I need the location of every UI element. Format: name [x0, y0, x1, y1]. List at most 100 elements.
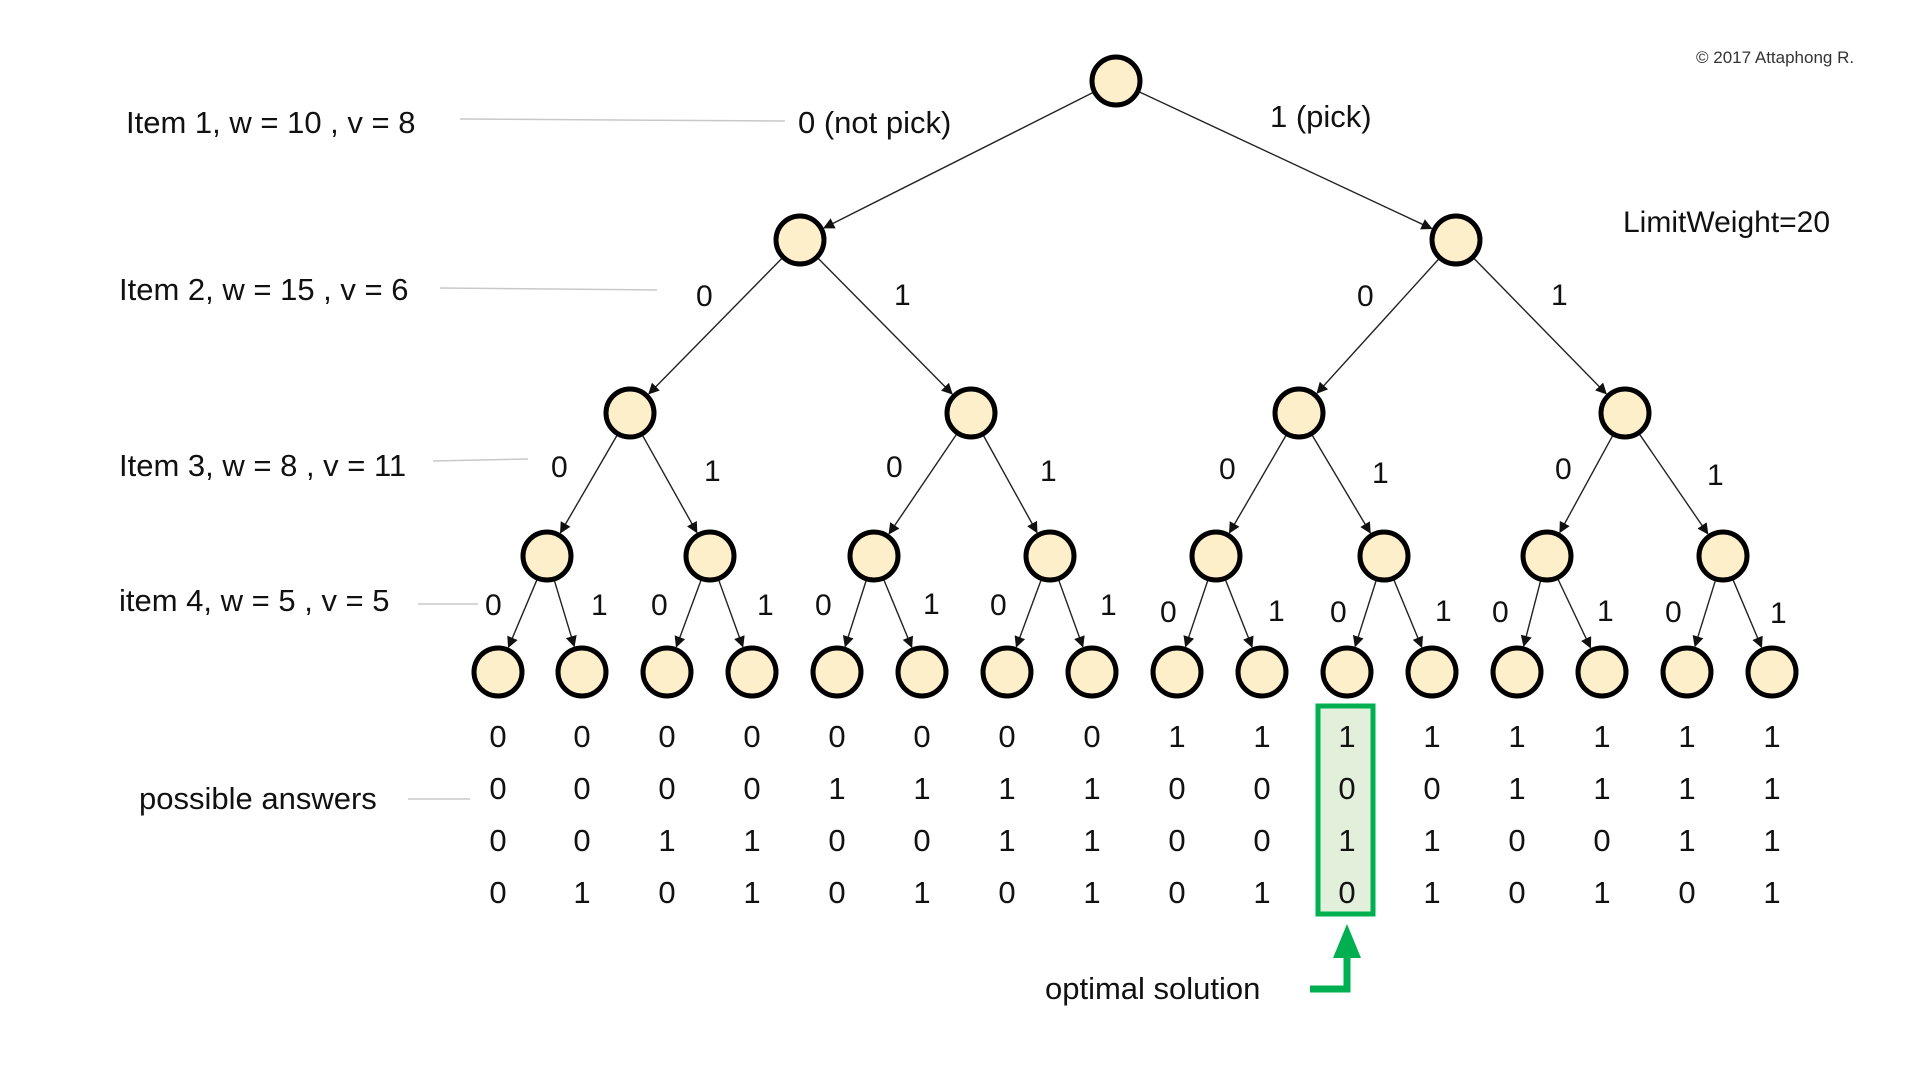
edge-pick: [1393, 579, 1423, 649]
tree-node: [1272, 386, 1326, 440]
answer-cell: 0: [489, 823, 506, 858]
branch-label-one: 1: [894, 279, 911, 312]
answer-cell: 0: [1253, 771, 1270, 806]
copyright-text: © 2017 Attaphong R.: [1696, 48, 1854, 67]
answer-cell: 0: [1168, 823, 1185, 858]
tree-node-leaf: [1490, 645, 1544, 699]
answer-cell: 0: [1083, 719, 1100, 754]
tree-node: [1429, 213, 1483, 267]
answer-cell: 1: [573, 875, 590, 910]
edge-pick: [1311, 434, 1371, 534]
edge-pick: [1224, 579, 1254, 648]
tree-node-leaf: [1320, 645, 1374, 699]
tree-node-leaf: [555, 645, 609, 699]
answer-cell: 0: [1423, 771, 1440, 806]
tree-node: [847, 529, 901, 583]
answer-cell: 0: [1508, 823, 1525, 858]
answer-cell: 0: [1338, 771, 1355, 806]
answer-cell: 0: [573, 823, 590, 858]
tree-node-root: [1089, 54, 1143, 108]
answer-cell: 0: [489, 719, 506, 754]
tree-node-leaf: [640, 645, 694, 699]
answer-cell: 1: [1678, 771, 1695, 806]
answer-cell: 0: [828, 875, 845, 910]
branch-label-one: 1: [1040, 455, 1057, 488]
answer-cell: 0: [1338, 875, 1355, 910]
branch-label-one: 1: [1100, 589, 1117, 622]
answer-cell: 1: [1083, 823, 1100, 858]
branch-label-one: 1: [1551, 279, 1568, 312]
tree-node-leaf: [1065, 645, 1119, 699]
answer-cell: 1: [1678, 719, 1695, 754]
optimal-solution-arrow-head: [1333, 924, 1361, 958]
branch-label-one: 1: [1268, 595, 1285, 628]
tree-node: [1598, 386, 1652, 440]
edge-not-pick: [842, 580, 867, 648]
optimal-solution-highlight: [1315, 703, 1376, 917]
tree-node-leaf: [1745, 645, 1799, 699]
answer-cell: 1: [1508, 771, 1525, 806]
answer-cell: 0: [1168, 875, 1185, 910]
answer-cell: 1: [1253, 875, 1270, 910]
edge-pick: [1473, 258, 1607, 395]
optimal-solution-label: optimal solution: [1045, 971, 1260, 1006]
branch-label-zero: 0: [1357, 280, 1374, 313]
edge-not-pick: [888, 434, 957, 535]
branch-label-one: 1: [1597, 595, 1614, 628]
branch-label-zero: 0: [990, 589, 1007, 622]
possible-answers-label: possible answers: [139, 781, 377, 816]
answer-cell: 0: [573, 771, 590, 806]
edge-pick: [553, 580, 577, 648]
branch-label-zero: 0: [1219, 453, 1236, 486]
branch-label-one: 1: [1770, 597, 1787, 630]
answer-cell: 0: [998, 875, 1015, 910]
edge-pick: [1639, 434, 1709, 535]
edge-pick: [1557, 579, 1592, 649]
tree-node: [1023, 529, 1077, 583]
edge-pick: [982, 435, 1038, 534]
answer-cell: 0: [828, 719, 845, 754]
answer-cell: 0: [1508, 875, 1525, 910]
branch-label-one: 1: [1372, 457, 1389, 490]
answer-cell: 0: [658, 875, 675, 910]
item-1-leader-line: [459, 118, 786, 122]
tree-edges: [507, 91, 1763, 649]
answer-cell: 1: [1763, 719, 1780, 754]
edge-not-pick: [1183, 580, 1209, 648]
item-2-leader-line: [439, 287, 658, 291]
answer-cell: 0: [1168, 771, 1185, 806]
answer-cell: 0: [1678, 875, 1695, 910]
branch-label-zero: 0: [1160, 596, 1177, 629]
branch-label-zero: 0: [1665, 596, 1682, 629]
tree-node-leaf: [1575, 645, 1629, 699]
answer-cell: 1: [1423, 875, 1440, 910]
edge-not-pick: [674, 580, 702, 648]
branch-label-zero: 0: [651, 589, 668, 622]
answer-cell: 1: [1763, 771, 1780, 806]
edge-not-pick: [1559, 435, 1614, 534]
item-2-label: Item 2, w = 15 , v = 6: [119, 272, 408, 307]
edge-not-pick: [823, 92, 1094, 229]
edge-not-pick: [1692, 580, 1716, 648]
answer-cell: 0: [998, 719, 1015, 754]
answer-cell: 0: [743, 719, 760, 754]
tree-node-leaf: [1235, 645, 1289, 699]
answer-cell: 1: [998, 771, 1015, 806]
answer-cell: 1: [998, 823, 1015, 858]
tree-nodes: [471, 54, 1799, 699]
branch-label-zero: 0: [886, 451, 903, 484]
branch-label-one: 1: [704, 455, 721, 488]
edge-not-pick: [648, 258, 783, 395]
tree-node: [603, 386, 657, 440]
edge-not-pick: [1520, 580, 1542, 647]
edge-not-pick: [559, 435, 618, 534]
edge-pick: [883, 579, 913, 649]
edge-pick: [1058, 580, 1085, 648]
answer-cell: 1: [743, 823, 760, 858]
tree-node: [1357, 529, 1411, 583]
answer-cell: 1: [1338, 719, 1355, 754]
answer-cell: 1: [1083, 771, 1100, 806]
branch-label-zero: 0: [696, 280, 713, 313]
tree-node: [1189, 529, 1243, 583]
